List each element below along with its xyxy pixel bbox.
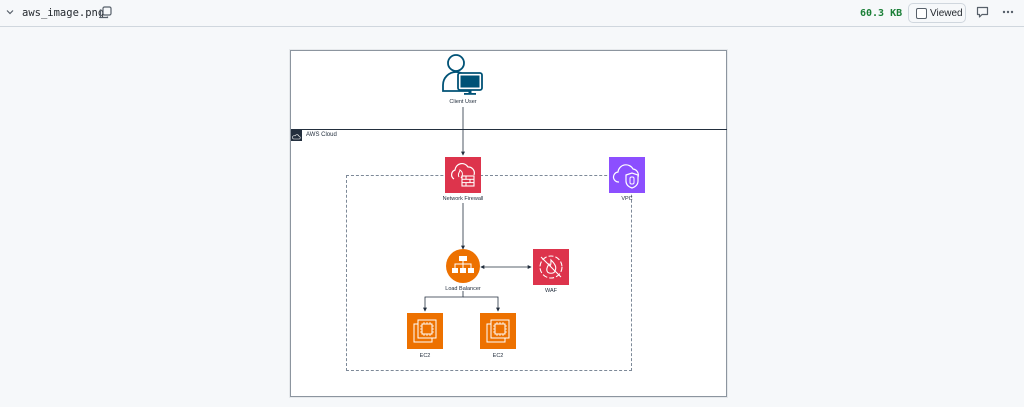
ec2-label: EC2 bbox=[492, 353, 504, 359]
chevron-down-icon[interactable] bbox=[5, 7, 15, 17]
ec2-icon[interactable] bbox=[407, 313, 443, 349]
client-user-label: Client User bbox=[449, 99, 477, 105]
vpc-label: VPC bbox=[621, 196, 633, 202]
viewed-checkbox[interactable] bbox=[916, 8, 927, 19]
vpc-icon[interactable] bbox=[609, 157, 645, 193]
copy-icon[interactable] bbox=[99, 6, 112, 19]
file-size: 60.3 KB bbox=[860, 8, 903, 19]
edge-lb-to-ec2-a bbox=[423, 291, 464, 312]
load-balancer-icon[interactable] bbox=[446, 249, 480, 283]
aws-cloud-label: AWS Cloud bbox=[306, 132, 337, 138]
edge-lb-to-ec2-b bbox=[463, 296, 500, 312]
vpc-group bbox=[346, 175, 632, 371]
kebab-menu-icon[interactable] bbox=[1001, 5, 1015, 19]
diagram-connectors bbox=[423, 107, 532, 312]
ec2-label: EC2 bbox=[419, 353, 431, 359]
waf-icon[interactable] bbox=[533, 249, 569, 285]
waf-label: WAF bbox=[544, 288, 558, 294]
load-balancer-label: Load Balancer bbox=[445, 286, 481, 292]
ec2-icon[interactable] bbox=[480, 313, 516, 349]
aws-cloud-logo-icon bbox=[291, 130, 302, 141]
file-name[interactable]: aws_image.png bbox=[22, 7, 105, 19]
viewed-label: Viewed bbox=[930, 8, 963, 19]
diagram-canvas: AWS Cloud Client User bbox=[290, 50, 727, 397]
network-firewall-icon[interactable] bbox=[445, 157, 481, 193]
network-firewall-label: Network Firewall bbox=[442, 196, 484, 202]
comment-icon[interactable] bbox=[976, 6, 989, 19]
file-header: aws_image.png 60.3 KB Viewed bbox=[0, 0, 1024, 27]
aws-cloud-group: AWS Cloud bbox=[291, 129, 727, 397]
client-user-icon[interactable] bbox=[441, 53, 485, 95]
viewed-button[interactable]: Viewed bbox=[908, 3, 966, 23]
